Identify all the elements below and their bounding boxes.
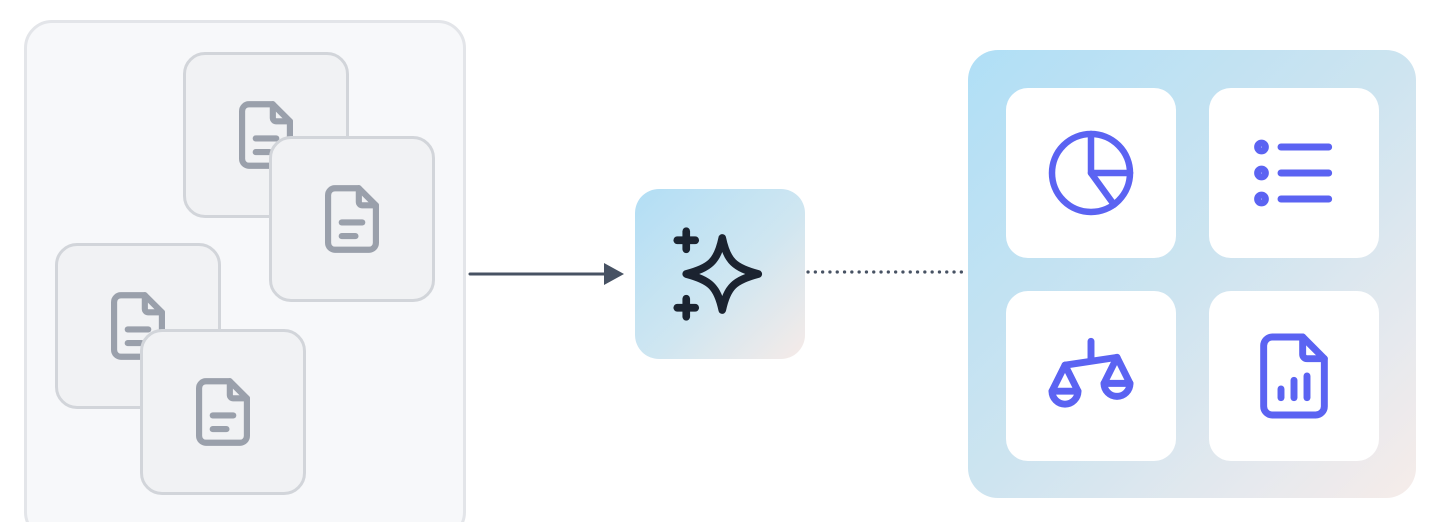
document-card <box>140 329 306 495</box>
ai-processing-card <box>635 189 805 359</box>
output-card-scale <box>1006 291 1176 461</box>
document-card <box>269 136 435 302</box>
flow-arrow <box>468 263 624 285</box>
output-card-report <box>1209 291 1379 461</box>
list-icon <box>1254 139 1333 207</box>
output-card-list <box>1209 88 1379 258</box>
document-icon <box>196 378 250 446</box>
output-card-pie-chart <box>1006 88 1176 258</box>
output-panel <box>968 50 1416 498</box>
scale-icon <box>1048 337 1134 408</box>
report-chart-icon <box>1260 333 1328 419</box>
document-card <box>183 52 349 218</box>
dotted-connector <box>806 270 970 274</box>
document-icon <box>325 185 379 253</box>
sparkles-icon <box>673 227 763 321</box>
pie-chart-icon <box>1048 130 1134 216</box>
input-documents-panel <box>24 20 466 522</box>
